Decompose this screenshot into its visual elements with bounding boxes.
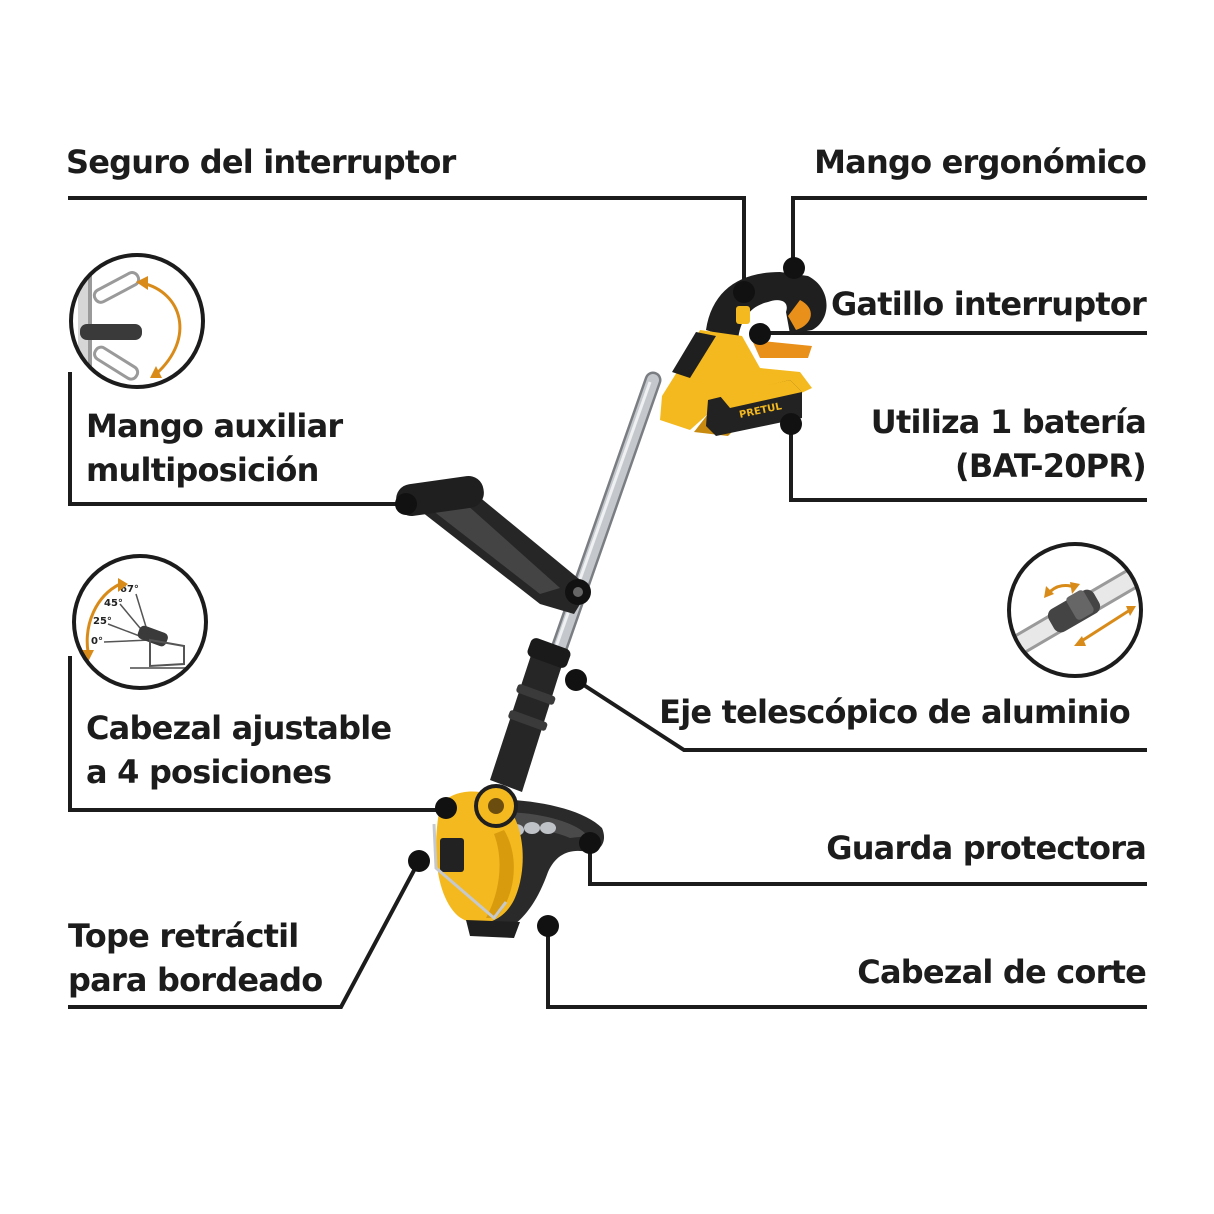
- label-adjustable-head-line2: a 4 posiciones: [86, 753, 332, 791]
- shaft-collar: [527, 638, 571, 668]
- inset-telescopic: [1007, 542, 1143, 678]
- label-aux-handle-line2: multiposición: [86, 451, 319, 489]
- dot-trigger: [749, 323, 771, 345]
- dot-battery: [780, 413, 802, 435]
- label-cutting-head: Cabezal de corte: [857, 953, 1147, 991]
- label-edging-stop-line2: para bordeado: [68, 961, 323, 999]
- leader-switch-lock: [68, 196, 746, 292]
- dot-aux-handle: [395, 493, 417, 515]
- label-adjustable-head-line1: Cabezal ajustable: [86, 709, 392, 747]
- dot-edging-stop: [408, 850, 430, 872]
- aux-handle-inner: [432, 504, 560, 594]
- aux-handle-knob: [573, 587, 583, 597]
- label-battery-line1: Utiliza 1 batería: [870, 403, 1147, 441]
- leader-ergonomic-handle: [791, 196, 1147, 268]
- angle-0: 0°: [91, 636, 103, 647]
- battery-top: [720, 380, 802, 408]
- dot-cutting-head: [537, 915, 559, 937]
- angle-45: 45°: [104, 598, 123, 609]
- housing-black-band: [672, 332, 716, 378]
- string-trimmer: PRETUL: [396, 272, 827, 938]
- inset-head-angles: 67° 45° 25° 0°: [72, 554, 208, 690]
- leader-shaft: [574, 678, 1147, 752]
- head-info-label: [440, 838, 464, 872]
- angle-67: 67°: [120, 584, 139, 595]
- leader-cutting-head: [546, 926, 1147, 1009]
- cutting-head-shade: [486, 830, 514, 918]
- leader-aux-handle: [68, 372, 406, 506]
- shaft-highlight: [543, 381, 652, 679]
- dot-guard: [579, 832, 601, 854]
- rotate-arrow: [141, 281, 182, 376]
- leader-adjustable-head: [68, 656, 446, 812]
- leader-guard: [588, 843, 1147, 886]
- label-switch-lock: Seguro del interruptor: [66, 143, 456, 181]
- leader-edging-stop: [68, 860, 421, 1009]
- edging-wire-guide: [432, 823, 508, 921]
- leader-battery: [789, 424, 1147, 502]
- label-battery-line2: (BAT-20PR): [955, 447, 1147, 485]
- shaft-ring-2: [508, 710, 548, 731]
- aux-handle-grip: [396, 475, 484, 517]
- shaft-ring-1: [516, 684, 556, 705]
- switch-lock-button: [736, 306, 750, 324]
- angle-25: 25°: [93, 616, 112, 627]
- label-ergonomic-handle: Mango ergonómico: [814, 143, 1147, 181]
- label-telescopic-shaft: Eje telescópico de aluminio: [659, 693, 1131, 731]
- callout-dots: [395, 257, 805, 937]
- inset-multiposition-handle: [69, 253, 205, 389]
- dot-adjustable-head: [435, 797, 457, 819]
- label-aux-handle-line1: Mango auxiliar: [86, 407, 343, 445]
- trigger: [752, 340, 812, 358]
- dot-switch-lock: [733, 281, 755, 303]
- leader-lines: [68, 196, 1147, 1009]
- dot-shaft: [565, 669, 587, 691]
- label-trigger-switch: Gatillo interruptor: [830, 285, 1147, 323]
- label-edging-stop-line1: Tope retráctil: [68, 917, 299, 955]
- dot-ergonomic-handle: [783, 257, 805, 279]
- telescopic-shaft: [542, 374, 659, 686]
- label-guard: Guarda protectora: [826, 829, 1147, 867]
- handle-loop-orange: [788, 300, 811, 330]
- cutting-head-spool: [466, 920, 520, 938]
- angle-arrow: [85, 582, 121, 653]
- head-pivot-inner: [488, 798, 504, 814]
